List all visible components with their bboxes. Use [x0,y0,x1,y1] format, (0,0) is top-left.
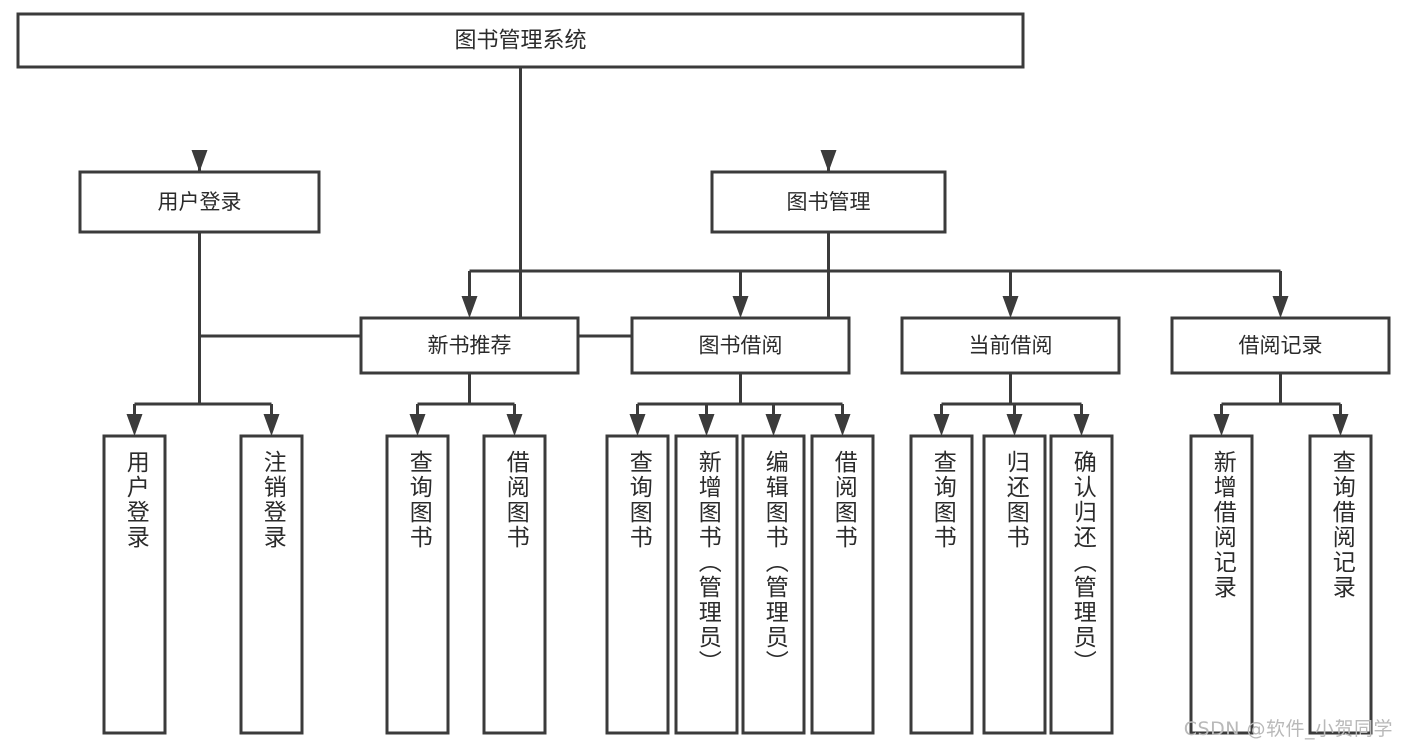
arrow-head-icon [1272,296,1289,318]
arrow-head-icon [1006,414,1023,436]
node-box-root[interactable] [16,12,1025,69]
arrow-head-icon [732,296,749,318]
arrow-head-icon [1332,414,1349,436]
arrow-head-icon [1073,414,1090,436]
node-box-leaf-edit-book[interactable] [741,434,806,735]
arrow-head-icon [126,414,143,436]
node-label-root: 图书管理系统 [454,29,586,54]
node-box-leaf-borrow-book-2[interactable] [810,434,875,735]
node-box-current-borrow[interactable] [900,316,1121,375]
node-box-book-manage[interactable] [710,170,947,234]
arrow-head-icon [629,414,646,436]
arrow-head-icon [506,414,523,436]
node-box-borrow-record[interactable] [1170,316,1391,375]
node-label-book-borrow: 图书借阅 [699,334,783,358]
connectors-layer [126,67,1349,436]
arrow-head-icon [263,414,280,436]
node-box-leaf-query-book-2[interactable] [605,434,670,735]
arrow-head-icon [834,414,851,436]
node-box-leaf-borrow-book-1[interactable] [482,434,547,735]
node-box-new-book-rec[interactable] [359,316,580,375]
arrow-head-icon [698,414,715,436]
arrow-head-icon [191,150,208,172]
node-label-current-borrow: 当前借阅 [969,334,1053,358]
node-box-book-borrow[interactable] [630,316,851,375]
arrow-head-icon [461,296,478,318]
node-box-leaf-query-book-1[interactable] [385,434,450,735]
watermark-text: CSDN @软件_小贺同学 [1183,718,1393,740]
node-box-leaf-confirm-return[interactable] [1049,434,1114,735]
node-box-leaf-user-login[interactable] [102,434,167,735]
node-box-leaf-logout[interactable] [239,434,304,735]
node-box-leaf-query-record[interactable] [1308,434,1373,735]
node-box-user-login[interactable] [78,170,321,234]
arrow-head-icon [409,414,426,436]
node-label-new-book-rec: 新书推荐 [428,334,512,358]
node-box-leaf-query-book-3[interactable] [909,434,974,735]
node-box-leaf-add-book[interactable] [674,434,739,735]
node-box-leaf-return-book[interactable] [982,434,1047,735]
arrow-head-icon [1213,414,1230,436]
arrow-head-icon [820,150,837,172]
node-label-user-login: 用户登录 [158,190,242,214]
node-label-book-manage: 图书管理 [787,190,871,214]
arrow-head-icon [765,414,782,436]
node-label-borrow-record: 借阅记录 [1239,334,1323,358]
node-box-leaf-add-record[interactable] [1189,434,1254,735]
arrow-head-icon [1002,296,1019,318]
arrow-head-icon [933,414,950,436]
